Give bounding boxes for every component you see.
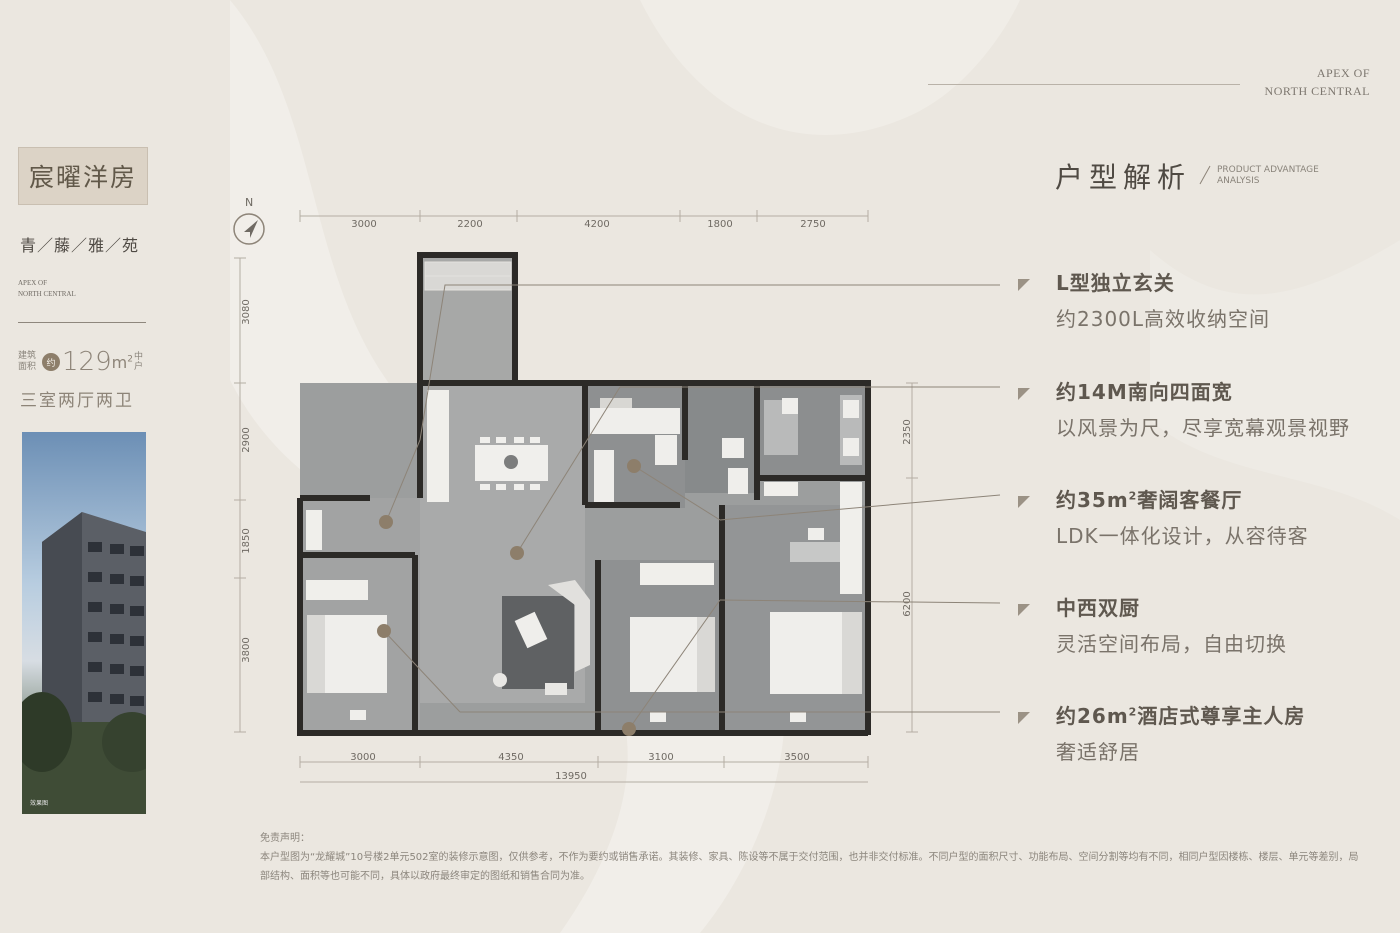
feature-desc: 灵活空间布局，自由切换 [1056,632,1287,656]
wardrobes [306,390,862,600]
room-layout: 三室两厅两卫 [20,391,134,411]
kitchen [590,398,680,502]
feature-marker-icon [1018,279,1030,291]
logo-text: 宸曜洋房 [28,163,137,192]
feature-desc: LDK一体化设计，从容待客 [1056,524,1309,548]
area-label: 建筑面积 [18,351,37,372]
disclaimer: 免责声明： 本户型图为“龙耀城”10号楼2单元502室的装修示意图，仅供参考，不… [260,829,1360,886]
feature-marker-icon [1018,604,1030,616]
dim-bottom-3: 3100 [648,752,673,763]
feature-title: 约26m2酒店式尊享主人房 [1056,704,1306,728]
project-logo: 宸曜洋房 [18,147,148,205]
dim-left-4: 3800 [241,637,252,662]
dining-table [475,437,548,490]
feature-title: L型独立玄关 [1056,271,1175,295]
area-block: 建筑面积 约 129 m2 中户 [18,345,144,379]
brand-english: APEX OF NORTH CENTRAL [1265,64,1370,100]
dim-bottom-4: 3500 [784,752,809,763]
feature-marker-icon [1018,388,1030,400]
left-divider [18,322,146,323]
north-label: N [245,196,253,209]
balcony [424,261,512,291]
building-illustration [22,512,146,814]
dim-right-2: 6200 [902,591,913,616]
brand-en-line1: APEX OF [1316,66,1370,80]
dim-top-2: 2200 [457,219,482,230]
dimension-labels: 3000 2200 4200 1800 2750 3000 4350 3100 … [241,219,913,782]
feature-marker-icon [1018,712,1030,724]
feature-title: 约14M南向四面宽 [1056,380,1233,404]
dim-top-3: 4200 [584,219,609,230]
building-render-image [22,432,146,814]
header-rule [928,84,1240,85]
section-title: 户型解析 [1055,161,1192,194]
disclaimer-body: 本户型图为“龙耀城”10号楼2单元502室的装修示意图，仅供参考，不作为要约或销… [260,852,1359,882]
north-arrow-icon [244,220,258,238]
feature-title: 中西双厨 [1056,596,1140,620]
dim-left-3: 1850 [241,528,252,553]
area-value: 129 [62,347,112,377]
dim-top-5: 2750 [800,219,825,230]
bathrooms [722,395,862,494]
north-compass: N [233,196,265,245]
dim-top-1: 3000 [351,219,376,230]
left-english: APEX OF NORTH CENTRAL [18,278,76,300]
area-tail: 中户 [133,352,143,372]
section-en-line1: PRODUCT ADVANTAGE [1217,165,1319,175]
photo-caption: 效果图 [30,800,49,807]
area-unit: m2 [111,352,133,372]
walls [297,252,871,736]
left-en-line2: NORTH CENTRAL [18,290,76,298]
feature-desc: 约2300L高效收纳空间 [1056,307,1271,331]
dim-total: 13950 [555,771,587,782]
bedroom-1-bed [307,615,387,720]
dim-bottom-2: 4350 [498,752,523,763]
leader-lines [383,284,1001,730]
feature-title: 约35m2奢阔客餐厅 [1056,488,1243,512]
area-prefix-badge: 约 [42,353,60,371]
feature-desc: 以风景为尺，尽享宽幕观景视野 [1056,416,1350,440]
dim-bottom-1: 3000 [350,752,375,763]
title-slash-icon [1199,165,1211,185]
feature-marker-icon [1018,496,1030,508]
dim-left-1: 3080 [241,299,252,324]
bedroom-2-bed [630,617,715,722]
dim-left-2: 2900 [241,427,252,452]
section-english: PRODUCT ADVANTAGE ANALYSIS [1217,165,1319,187]
leader-dots [377,459,641,736]
sofa-set [493,580,590,695]
disclaimer-heading: 免责声明： [260,833,310,844]
left-en-line1: APEX OF [18,279,47,287]
master-bed [770,528,862,722]
project-subtitle: 青／藤／雅／苑 [20,236,140,255]
feature-desc: 奢适舒居 [1056,740,1140,764]
dim-top-4: 1800 [707,219,732,230]
brand-en-line2: NORTH CENTRAL [1264,84,1370,98]
dim-right-1: 2350 [902,419,913,444]
section-en-line2: ANALYSIS [1217,176,1260,186]
